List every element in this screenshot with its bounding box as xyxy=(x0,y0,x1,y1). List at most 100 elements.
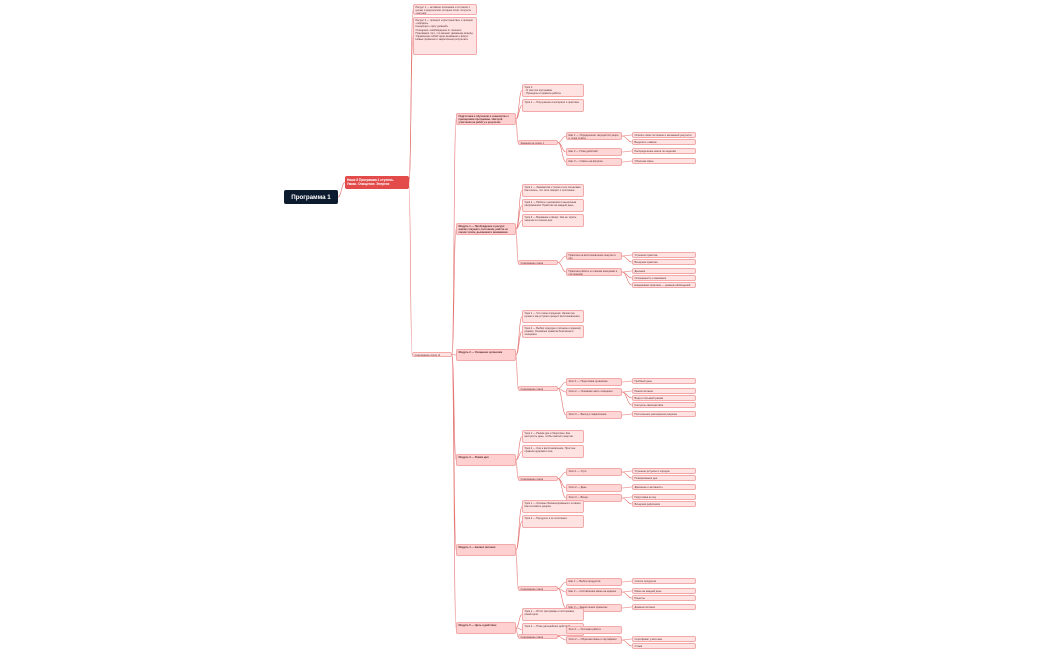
link-item-detail xyxy=(621,255,633,263)
stage-item[interactable]: Практика работы со своими эмоциями и сос… xyxy=(566,268,622,276)
stage-detail[interactable]: Вода и питьевой режим xyxy=(632,395,696,401)
link-module-note xyxy=(515,316,523,356)
program-label[interactable]: Содержание курса (4 модуля) xyxy=(412,352,452,357)
stage-block[interactable]: Задания на этапе 1 xyxy=(518,140,558,145)
stage-item[interactable]: Этап 1 — Утро xyxy=(566,468,622,476)
stage-detail[interactable]: Утренняя практика xyxy=(632,252,696,258)
link-module-note xyxy=(515,90,523,120)
link-block-item xyxy=(557,142,567,163)
stage-item[interactable]: Шаг 2 — План действий xyxy=(566,148,622,156)
stage-detail[interactable]: Движение и активность xyxy=(632,484,696,490)
lesson-note[interactable]: Урок 1 — Что такое очищение. Зачем оно н… xyxy=(522,310,584,323)
main-branch-node[interactable]: Наше 8 Программа 1 ступень. Умкас. Очище… xyxy=(345,176,409,189)
stage-detail[interactable]: Постепенное расширение рациона xyxy=(632,411,696,417)
link-block-item xyxy=(557,135,567,143)
stage-item[interactable]: Практика на восстановление энергии и сил xyxy=(566,252,622,260)
stage-detail[interactable]: Дыхание xyxy=(632,268,696,274)
link-module-note xyxy=(515,205,523,230)
stage-detail[interactable]: Описать своё состояние и желаемый резуль… xyxy=(632,132,696,138)
module-node[interactable]: Модуль 5 — Цель и действие xyxy=(456,622,516,634)
stage-item[interactable]: Шаг 2 — Составление меню на неделю xyxy=(566,588,622,596)
stage-item[interactable]: Этап 3 — Вечер xyxy=(566,494,622,502)
stage-detail[interactable]: Рецепты xyxy=(632,595,696,601)
stage-detail[interactable]: Подготовка ко сну xyxy=(632,494,696,500)
stage-detail[interactable]: Дневник питания xyxy=(632,604,696,610)
link-block-item xyxy=(557,471,567,479)
stage-item[interactable]: Шаг 1 — Выбор продуктов xyxy=(566,578,622,586)
lesson-note[interactable]: Урок 2 — Погружение в материал и практик… xyxy=(522,99,584,112)
stage-detail[interactable]: Вечерняя рефлексия xyxy=(632,501,696,507)
module-node[interactable]: Подготовка к обучению и знакомство с при… xyxy=(456,113,516,125)
stage-item[interactable]: Этап 1 — Подготовка организма xyxy=(566,378,622,386)
stage-item[interactable]: Этап 1 — Итоговая работа xyxy=(566,626,622,634)
lesson-note[interactable]: Урок 1 — Основы сбалансированного питани… xyxy=(522,500,584,513)
link-main-note xyxy=(408,35,414,183)
lesson-note[interactable]: Урок 2 — Сон и восстановление. Простые п… xyxy=(522,445,584,458)
stage-block[interactable]: Содержание этапа xyxy=(518,634,558,639)
stage-block[interactable]: Содержание этапа xyxy=(518,260,558,265)
link-item-detail xyxy=(621,496,633,499)
stage-detail[interactable]: Список продуктов xyxy=(632,578,696,584)
link-item-detail xyxy=(621,471,633,479)
link-item-detail xyxy=(621,380,633,383)
stage-detail[interactable]: Пробный день xyxy=(632,378,696,384)
link-item-detail xyxy=(621,254,633,257)
stage-detail[interactable]: Сертификат участника xyxy=(632,636,696,642)
link-block-item xyxy=(557,388,567,416)
link-main-program xyxy=(408,182,413,355)
stage-detail[interactable]: Контроль самочувствия xyxy=(632,402,696,408)
link-item-detail xyxy=(621,270,633,273)
stage-detail[interactable]: Отзыв xyxy=(632,643,696,649)
stage-detail[interactable]: Утренние ритуалы и порядок xyxy=(632,468,696,474)
lesson-note[interactable]: Урок 1 — Итоги программы и постановка но… xyxy=(522,608,584,621)
module-node[interactable]: Модуль 4 — Баланс питания xyxy=(456,544,516,556)
lesson-note[interactable]: Урок 1: - О чём эта программа - Принципы… xyxy=(522,84,584,97)
stage-detail[interactable]: Обратная связь xyxy=(632,158,696,164)
lesson-note[interactable]: Урок 1 — Знакомство с телом и его сигнал… xyxy=(522,184,584,197)
module-node[interactable]: Модуль 2 — Очищение организма xyxy=(456,349,516,361)
link-item-detail xyxy=(621,390,633,393)
link-module-note xyxy=(515,436,523,461)
link-item-detail xyxy=(621,150,633,153)
stage-item[interactable]: Шаг 3 — Ответы на вопросы xyxy=(566,158,622,166)
stage-item[interactable]: Шаг 1 — Определение текущей ситуации и т… xyxy=(566,132,622,140)
stage-block[interactable]: Содержание этапа xyxy=(518,386,558,391)
stage-item[interactable]: Этап 2 — Основная часть очищения xyxy=(566,388,622,396)
root-node[interactable]: Программа 1 xyxy=(284,190,338,204)
link-module-note xyxy=(515,614,523,629)
stage-detail[interactable]: Ежедневная практика — дневник наблюдений xyxy=(632,282,696,288)
top-note[interactable]: Ресурс 2 — принцип «пространство» и прин… xyxy=(413,17,477,55)
link-root-main xyxy=(337,182,346,198)
link-module-note xyxy=(515,506,523,551)
link-module-block xyxy=(515,549,519,589)
link-block-item xyxy=(557,636,567,641)
stage-detail[interactable]: Меню на каждый день xyxy=(632,588,696,594)
stage-detail[interactable]: Режим питания xyxy=(632,388,696,394)
stage-item[interactable]: Этап 3 — Выход и закрепление xyxy=(566,411,622,419)
link-module-note xyxy=(515,220,523,230)
top-note[interactable]: Ресурс 1 — активное осознание и согласие… xyxy=(413,4,477,15)
module-node[interactable]: Модуль 1 — Пробуждение и ресурс: анализ … xyxy=(456,223,516,235)
link-module-note xyxy=(515,105,523,120)
link-block-item xyxy=(557,381,567,389)
lesson-note[interactable]: Урок 2 — Продукты и их сочетания. xyxy=(522,515,584,528)
lesson-note[interactable]: Урок 2 — Выбор подхода к питанию и водно… xyxy=(522,325,584,338)
link-program-module xyxy=(451,354,457,356)
stage-detail[interactable]: Выделить главное xyxy=(632,139,696,145)
link-module-block xyxy=(515,354,519,389)
link-program-module xyxy=(451,354,457,461)
lesson-note[interactable]: Урок 3 — Внимание и фокус. Как не терять… xyxy=(522,214,584,227)
link-item-detail xyxy=(621,134,633,137)
stage-block[interactable]: Содержание этапа xyxy=(518,476,558,481)
stage-block[interactable]: Содержание этапа xyxy=(518,586,558,591)
module-node[interactable]: Модуль 3 — Режим дня xyxy=(456,454,516,466)
stage-item[interactable]: Этап 2 — Обратная связь и сертификат xyxy=(566,636,622,644)
lesson-note[interactable]: Урок 1 — Режим дня и биоритмы. Как выстр… xyxy=(522,430,584,443)
lesson-note[interactable]: Урок 2 — Работа с дыханием и мышечным на… xyxy=(522,199,584,212)
stage-detail[interactable]: Планирование дня xyxy=(632,475,696,481)
stage-item[interactable]: Этап 2 — День xyxy=(566,484,622,492)
stage-detail[interactable]: Осознанность и внимание xyxy=(632,275,696,281)
stage-detail[interactable]: Распределение шагов по неделям xyxy=(632,148,696,154)
stage-detail[interactable]: Вечерняя практика xyxy=(632,259,696,265)
link-item-detail xyxy=(621,160,633,163)
